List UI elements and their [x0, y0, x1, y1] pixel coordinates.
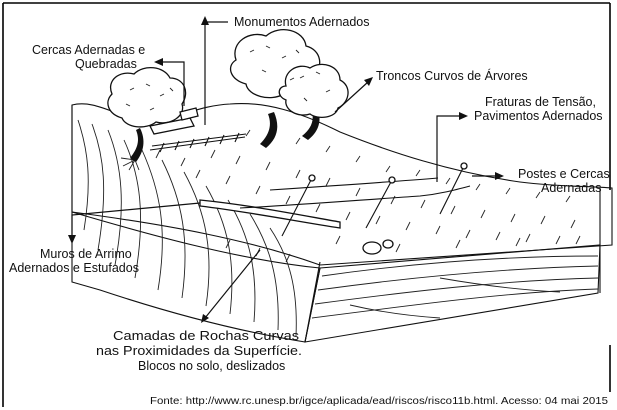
label-muros-line1: Muros de Arrimo: [40, 247, 132, 261]
label-cercas-line2: Quebradas: [75, 57, 137, 71]
rock-strata-left: [78, 120, 296, 336]
label-muros-line2: Adernados e Estufados: [9, 261, 139, 275]
label-camadas-line2: nas Proximidades da Superfície.: [96, 344, 302, 358]
tilted-fence: [150, 133, 246, 152]
block-front-right-face: [305, 245, 600, 342]
label-postes-line2: Adernadas: [541, 181, 601, 195]
source-caption: Fonte: http://www.rc.unesp.br/igce/aplic…: [150, 395, 608, 407]
arrow-fraturas: [437, 116, 462, 182]
block-front-edge: [305, 262, 320, 342]
label-postes-line1: Postes e Cercas: [518, 167, 610, 181]
label-monumentos: Monumentos Adernados: [234, 15, 370, 29]
slope-hatching: [156, 128, 580, 262]
tilted-pavement: [270, 178, 438, 190]
terrain-block: [72, 104, 612, 342]
label-camadas-line3: Blocos no solo, deslizados: [138, 359, 285, 373]
label-fraturas-line2: Pavimentos Adernados: [474, 109, 603, 123]
label-camadas-line1: Camadas de Rochas Curvas: [113, 329, 299, 343]
retaining-wall: [200, 200, 340, 228]
label-troncos: Troncos Curvos de Árvores: [376, 68, 528, 83]
label-cercas-line1: Cercas Adernadas e: [32, 43, 145, 57]
arrow-monumentos: [205, 22, 228, 125]
arrow-camadas: [205, 250, 260, 318]
label-fraturas-line1: Fraturas de Tensão,: [485, 95, 596, 109]
slid-boulders: [363, 240, 393, 254]
arrow-muros: [72, 203, 200, 238]
